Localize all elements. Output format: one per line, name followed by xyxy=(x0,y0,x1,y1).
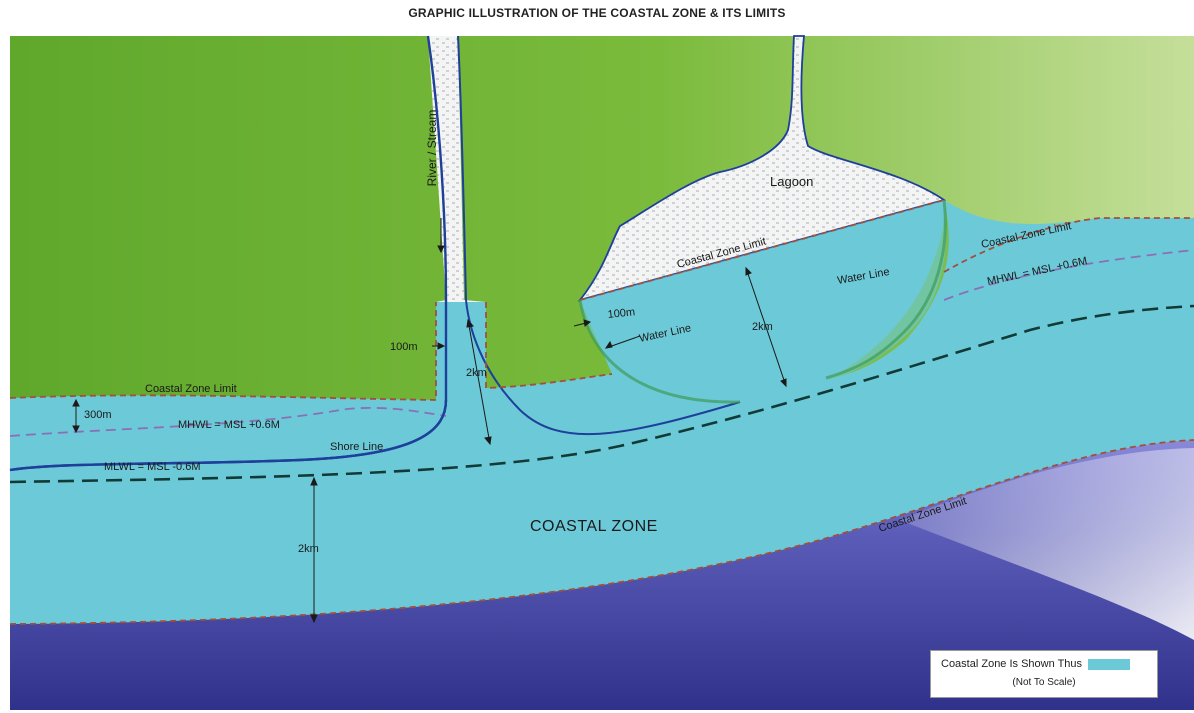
label-2km-river: 2km xyxy=(466,367,487,379)
dim-2km-lagoon xyxy=(745,267,787,387)
legend-row: Coastal Zone Is Shown Thus xyxy=(941,658,1131,670)
mhwl-line-left xyxy=(9,406,447,437)
dim-300m-arrows xyxy=(72,398,80,434)
label-100m-river: 100m xyxy=(390,341,418,353)
dim-2km-river xyxy=(467,319,491,445)
coastal-zone-limit-river-right xyxy=(485,302,613,389)
dim-2km-sea-arrows xyxy=(310,476,318,624)
label-shore-line: Shore Line xyxy=(330,441,383,453)
legend-note: (Not To Scale) xyxy=(1012,677,1076,688)
legend-text: Coastal Zone Is Shown Thus xyxy=(941,658,1083,670)
sea-highlight xyxy=(900,448,1194,640)
dim-water-line-left-arrow xyxy=(604,340,613,349)
dim-100m-river-arrow xyxy=(437,342,446,350)
mhwl-line-right xyxy=(943,249,1194,301)
sea-area xyxy=(10,440,1194,710)
coastal-zone-limit-sea xyxy=(9,439,1194,625)
legend: Coastal Zone Is Shown Thus (Not To Scale… xyxy=(930,650,1158,698)
label-100m-lagoon: 100m xyxy=(607,306,636,321)
label-2km-lagoon: 2km xyxy=(752,321,773,333)
label-2km-sea: 2km xyxy=(298,543,319,555)
coastal-zone-limit-right xyxy=(943,217,1194,273)
label-lagoon: Lagoon xyxy=(770,174,813,189)
label-mhwl-left: MHWL = MSL +0.6M xyxy=(178,419,280,431)
dim-100m-lagoon-arrow xyxy=(583,319,592,327)
label-mlwl: MLWL = MSL -0.6M xyxy=(104,461,200,473)
label-300m: 300m xyxy=(84,409,112,421)
dim-2km-lagoon-arrows xyxy=(745,266,787,388)
mlwl-line xyxy=(9,304,1194,484)
coastal-zone-limit-lagoon xyxy=(579,199,945,301)
legend-swatch xyxy=(1088,658,1131,670)
label-czl-left: Coastal Zone Limit xyxy=(145,383,237,395)
water-line-right xyxy=(825,199,947,380)
shore-line xyxy=(9,399,448,472)
label-coastal-zone: COASTAL ZONE xyxy=(530,518,658,535)
river-channel xyxy=(428,36,486,302)
label-river: River / Stream xyxy=(425,110,439,187)
dim-2km-river-arrows xyxy=(466,318,492,446)
river-bank-right xyxy=(457,35,741,436)
lagoon-bay xyxy=(580,200,947,403)
diagram-title: GRAPHIC ILLUSTRATION OF THE COASTAL ZONE… xyxy=(408,6,786,20)
coastal-zone-limit-left xyxy=(9,302,437,401)
river-flow-arrow xyxy=(437,218,445,254)
lagoon-inlet xyxy=(577,35,947,302)
